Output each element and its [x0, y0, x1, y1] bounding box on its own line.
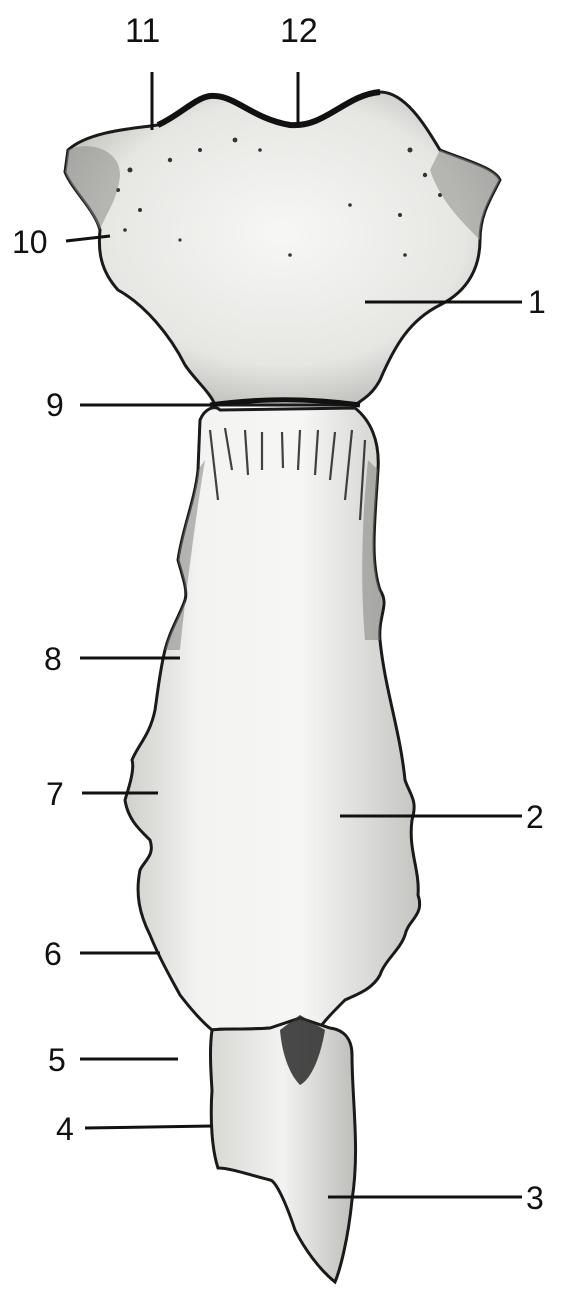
manubrium	[65, 92, 500, 405]
label-3: 3	[526, 1180, 544, 1216]
label-8: 8	[44, 641, 62, 677]
label-12: 12	[280, 12, 318, 50]
label-2: 2	[526, 799, 544, 835]
label-1: 1	[528, 284, 546, 320]
label-5: 5	[48, 1042, 66, 1078]
label-11: 11	[125, 12, 160, 50]
label-10: 10	[12, 224, 48, 260]
label-7: 7	[46, 776, 64, 812]
label-4: 4	[56, 1111, 74, 1147]
xiphoid-process	[211, 1018, 356, 1282]
label-6: 6	[44, 936, 62, 972]
leader-line-4	[85, 1126, 212, 1128]
label-9: 9	[46, 387, 64, 423]
